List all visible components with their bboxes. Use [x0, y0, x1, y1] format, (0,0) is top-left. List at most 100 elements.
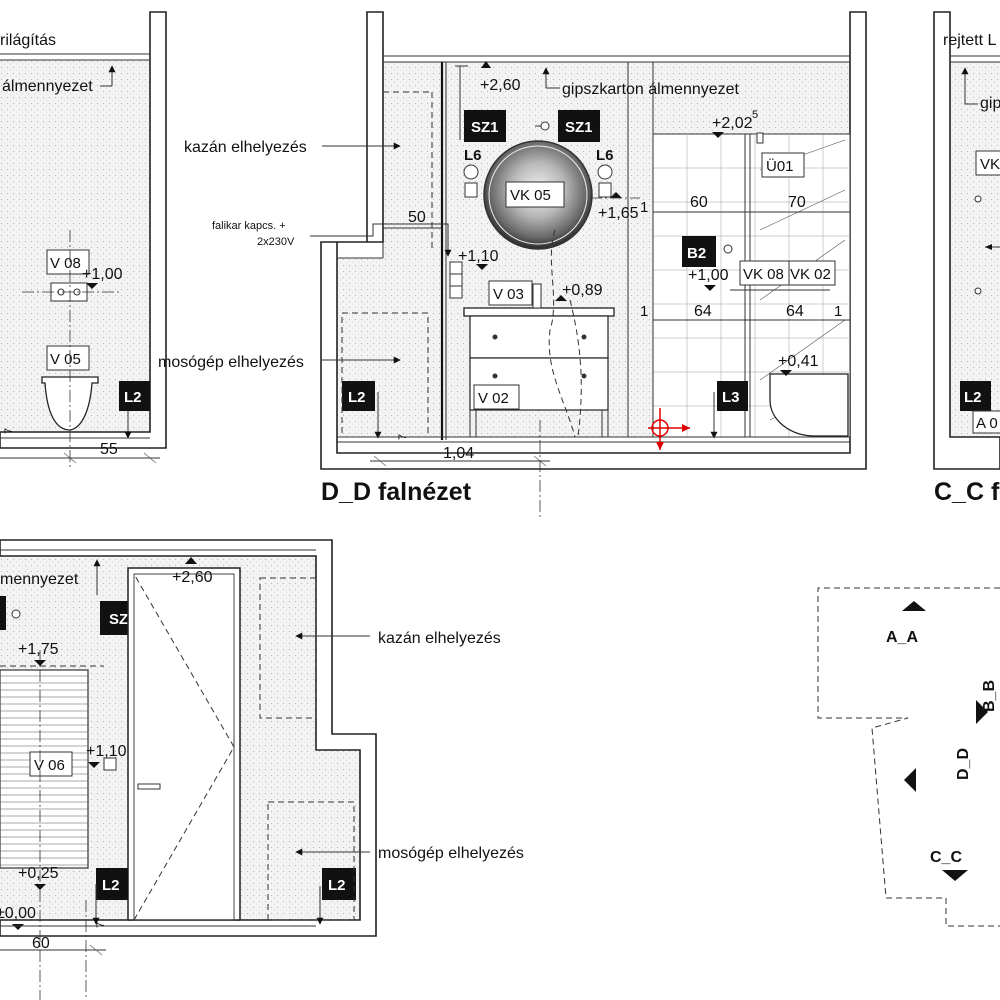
v03-box	[488, 280, 533, 306]
l3-tag-dd	[717, 381, 748, 411]
dd-sockets	[449, 261, 463, 299]
kazan-label-bottom: kazán elhelyezés	[378, 630, 501, 647]
vk05-box	[505, 181, 565, 208]
level-100-left: +1,00	[82, 266, 123, 283]
sconce-a	[463, 164, 479, 180]
rejtett-label: rejtett L	[943, 32, 996, 49]
svg-text:B2: B2	[687, 245, 706, 262]
level-165: +1,65	[598, 205, 639, 222]
dd-view: kazán elhelyezés mosógép elhelyezés fali…	[158, 11, 867, 520]
key-cc: C_C	[930, 849, 962, 866]
v05-box	[46, 345, 90, 371]
dim-50: 50	[408, 209, 426, 226]
svg-text:L2: L2	[328, 877, 346, 894]
cc-view-title: C_C f	[934, 478, 1000, 506]
a0-box	[972, 410, 1000, 434]
sz1-tag-b	[558, 110, 600, 142]
almennyezet-label-bottom: mennyezet	[0, 571, 79, 588]
svg-text:7: 7	[397, 434, 409, 440]
mosogep-label-dd: mosógép elhelyezés	[158, 354, 304, 371]
door	[127, 567, 241, 921]
level-2025: +2,02	[712, 115, 753, 132]
svg-text:L2: L2	[102, 877, 120, 894]
l2-tag-bottom-a	[96, 868, 128, 900]
level-000: ±0,00	[0, 905, 36, 922]
left-view: rilágítás álmennyezet V 08 +1,00 V 05 L2…	[0, 11, 167, 470]
svg-text:VK 05: VK 05	[510, 187, 551, 204]
l2-tag-bottom-b	[322, 868, 356, 900]
svg-text:Ü01: Ü01	[766, 157, 794, 175]
v08-label: V 08	[50, 255, 81, 272]
svg-text:VK 02: VK 02	[790, 266, 831, 283]
dim-60-bottom: 60	[32, 935, 50, 952]
v08-box	[46, 249, 90, 275]
svg-text:1: 1	[834, 303, 842, 320]
l6-tag-b: L6	[596, 147, 614, 164]
key-bb: B_B	[981, 680, 998, 712]
wc-left	[41, 376, 99, 431]
wc-dd	[769, 373, 849, 437]
almennyezet-label: álmennyezet	[2, 78, 93, 95]
washer-outline-bottom	[267, 801, 355, 921]
dd-view-title: D_D falnézet	[321, 478, 472, 506]
kazan-label-dd: kazán elhelyezés	[184, 139, 307, 156]
cc-view: rejtett L gip VK L2 A 0 C_C f	[933, 11, 1000, 506]
key-dd: D_D	[955, 748, 972, 780]
u01-box	[761, 152, 805, 178]
sconce-b	[597, 164, 613, 180]
dd-wall-outline	[320, 11, 867, 470]
svg-text:SZ1: SZ1	[471, 119, 499, 136]
gip-label: gip	[980, 95, 1000, 112]
svg-text:7: 7	[3, 428, 15, 434]
svg-text:L2: L2	[348, 389, 366, 406]
key-plan: A_A B_B D_D C_C	[817, 587, 1000, 927]
svg-text:V 06: V 06	[34, 757, 65, 774]
falikar-label-2: 2x230V	[257, 236, 295, 248]
level-110-bottom: +1,10	[86, 743, 127, 760]
svg-text:7: 7	[95, 922, 107, 928]
level-100-dd: +1,00	[688, 267, 729, 284]
key-aa: A_A	[886, 629, 918, 646]
left-view-wall	[0, 11, 167, 449]
svg-text:1: 1	[640, 303, 648, 320]
mosogep-label-bottom: mosógép elhelyezés	[378, 845, 524, 862]
vk08-box	[739, 260, 790, 286]
bottom-view-wall	[0, 539, 377, 937]
vk02-box	[788, 260, 836, 286]
v02-box	[473, 384, 520, 410]
svg-text:5: 5	[752, 109, 758, 121]
gipszkarton-label: gipszkarton álmennyezet	[562, 81, 740, 98]
falikar-label-1: falikar kapcs. +	[212, 220, 286, 232]
v05-label: V 05	[50, 351, 81, 368]
dim-60-dd: 60	[690, 194, 708, 211]
level-260-dd: +2,60	[480, 77, 521, 94]
sz1-tag-a	[464, 110, 506, 142]
svg-text:L2: L2	[124, 389, 142, 406]
svg-text:VK 08: VK 08	[743, 266, 784, 283]
dim-70-dd: 70	[788, 194, 806, 211]
l2-tag-left	[119, 381, 150, 411]
svg-text:L3: L3	[722, 389, 740, 406]
level-089: +0,89	[562, 282, 603, 299]
dim-55: 55	[100, 441, 118, 458]
vilagitas-label: rilágítás	[0, 32, 56, 49]
level-041: +0,41	[778, 353, 819, 370]
l6-tag-a: L6	[464, 147, 482, 164]
svg-text:V 03: V 03	[493, 286, 524, 303]
dim-64-b: 64	[786, 303, 804, 320]
svg-text:A 0: A 0	[976, 415, 998, 432]
svg-text:VK: VK	[980, 156, 1000, 173]
svg-text:SZ1: SZ1	[565, 119, 593, 136]
b2-tag	[682, 236, 716, 267]
vk-cc-box	[975, 150, 1000, 176]
dim-64-a: 64	[694, 303, 712, 320]
level-175: +1,75	[18, 641, 59, 658]
dim-104: 1,04	[443, 445, 474, 462]
svg-text:L2: L2	[964, 389, 982, 406]
l2-tag-dd	[342, 381, 375, 411]
svg-text:1: 1	[640, 199, 648, 216]
level-260-bottom: +2,60	[172, 569, 213, 586]
level-110-dd: +1,10	[458, 248, 499, 265]
bottom-view: mennyezet SZ1 +2,60 +1,75 V 06 +1,10 +0,…	[0, 539, 524, 1000]
